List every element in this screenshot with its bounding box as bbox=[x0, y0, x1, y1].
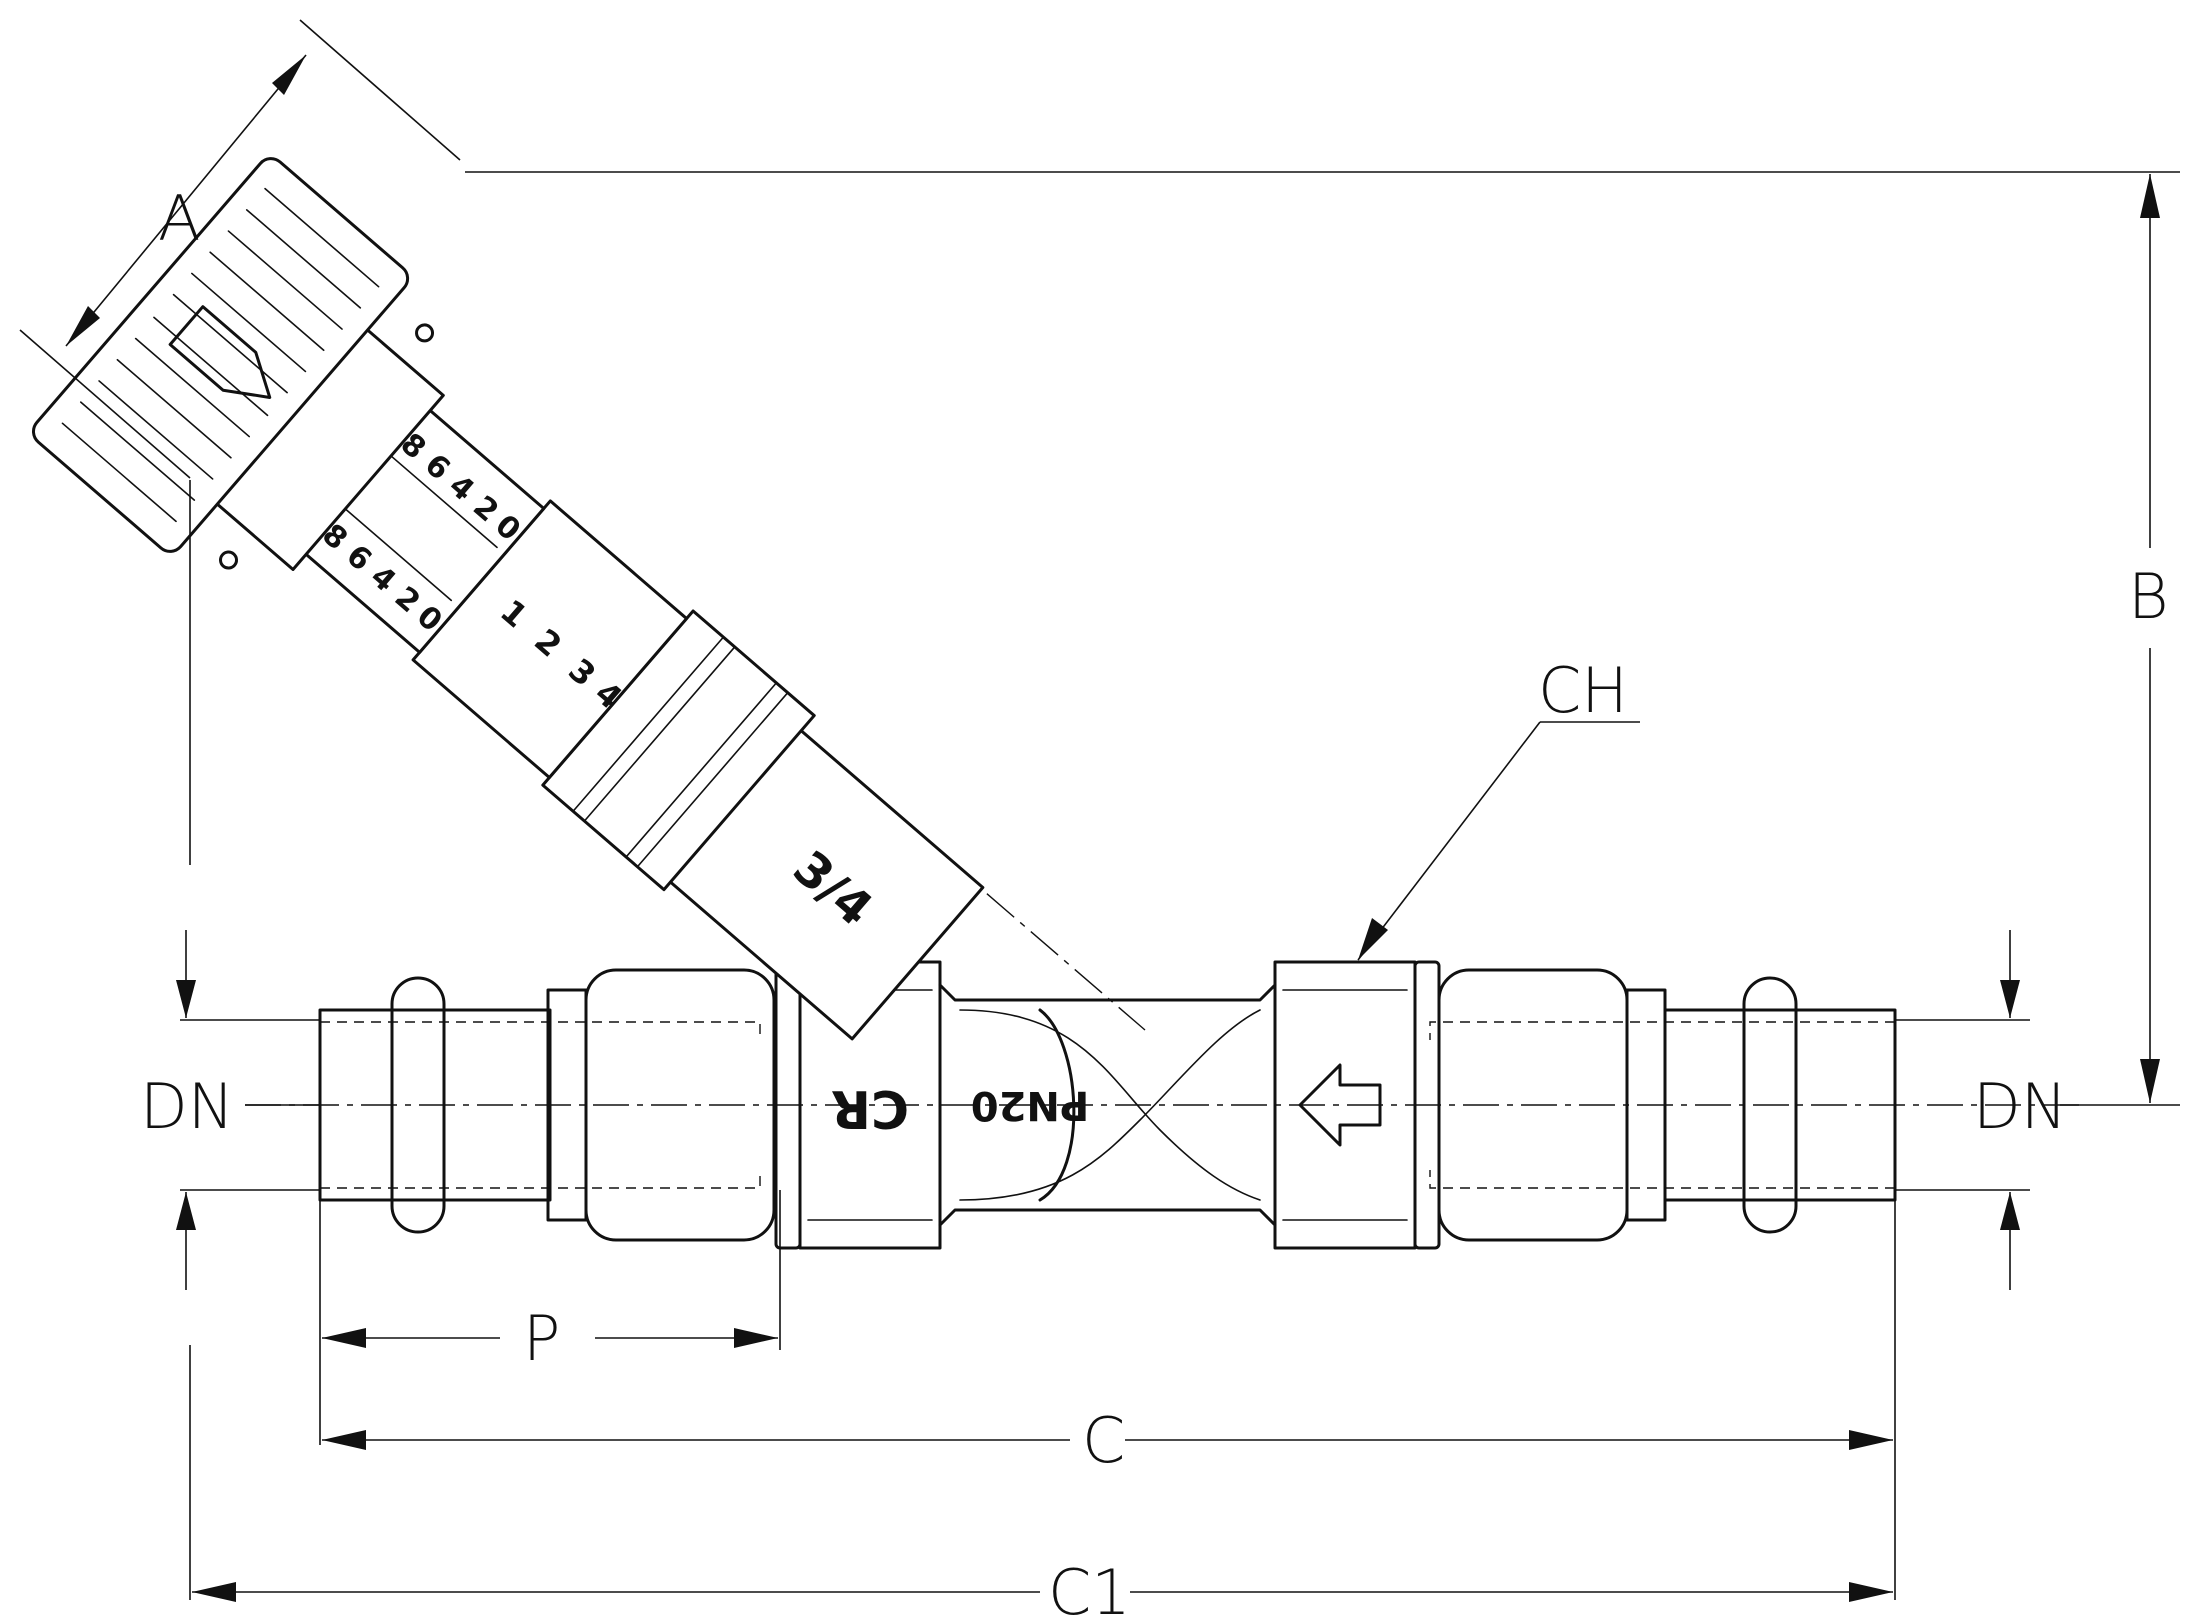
pressure-marking: PN20 bbox=[971, 1082, 1089, 1128]
label-ch: CH bbox=[1538, 654, 1628, 727]
flow-arrow-icon bbox=[1298, 1063, 1382, 1147]
label-dn-right: DN bbox=[1973, 1070, 2067, 1143]
label-p: P bbox=[523, 1302, 560, 1375]
dimension-lines bbox=[19, 19, 2180, 1602]
brand-marking: CR bbox=[831, 1078, 909, 1138]
handwheel-ribs bbox=[61, 187, 380, 523]
label-c1: C1 bbox=[1048, 1556, 1131, 1618]
label-dn-left: DN bbox=[140, 1070, 234, 1143]
label-c: C bbox=[1082, 1404, 1125, 1477]
bonnet-assembly: 8 6 4 2 0 8 6 4 2 0 1 2 3 4 3/4 bbox=[31, 157, 985, 1041]
dimension-labels: A B CH DN DN P C C1 bbox=[140, 182, 2169, 1618]
label-a: A bbox=[158, 182, 200, 255]
valve-body bbox=[318, 960, 1897, 1250]
label-b: B bbox=[2128, 560, 2169, 633]
